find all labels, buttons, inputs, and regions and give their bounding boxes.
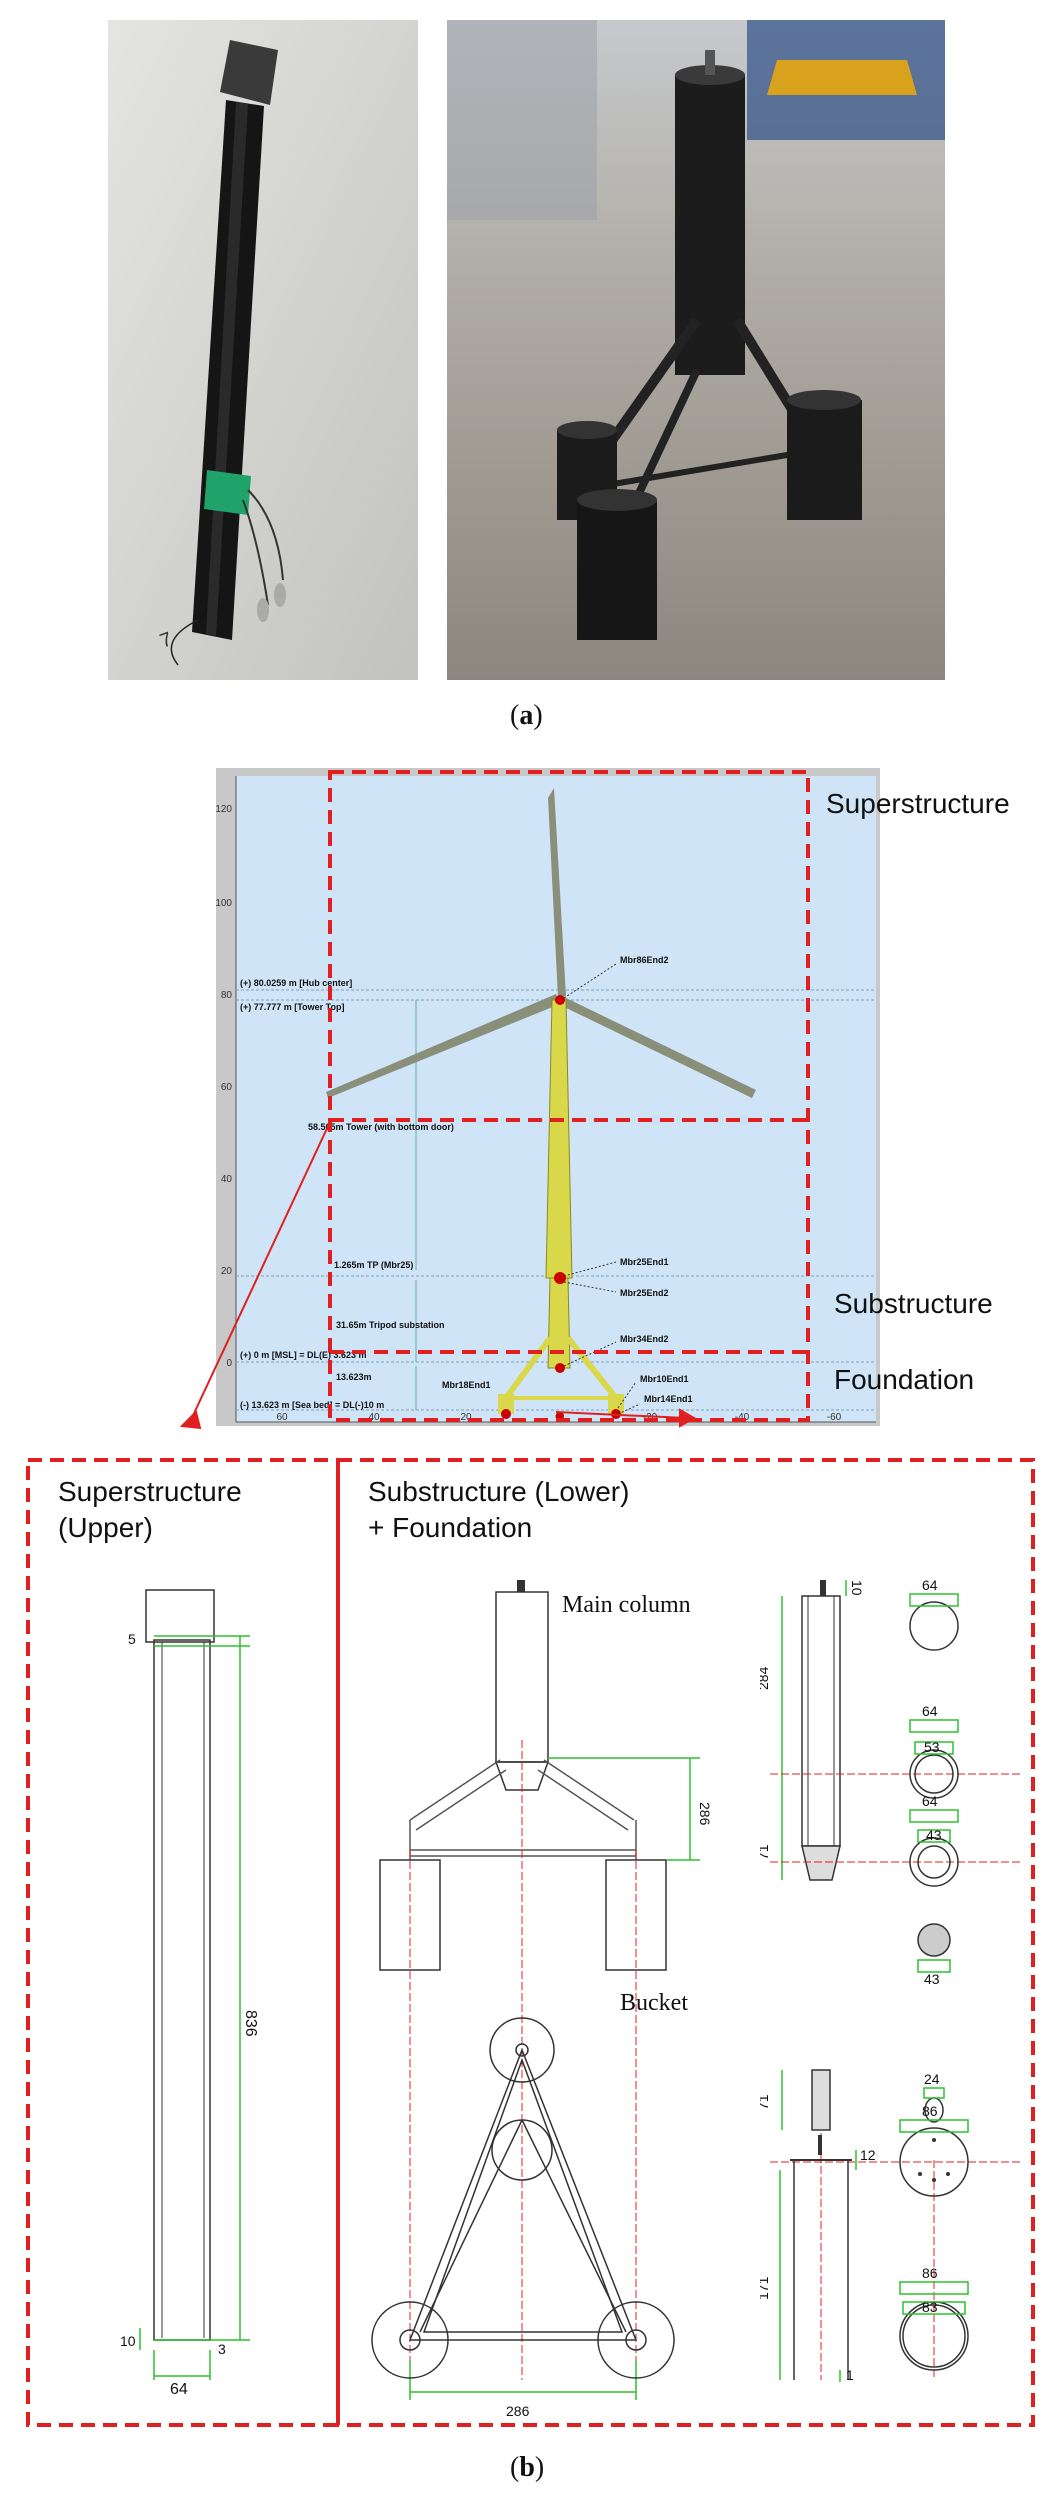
section-dim: 64	[922, 1580, 938, 1593]
dim-lower-height: 286	[697, 1802, 713, 1826]
bucket-dim-circle-outer2: 86	[922, 2265, 938, 2281]
x-tick-label: 20	[460, 1412, 472, 1423]
bucket-label: Bucket	[620, 1990, 688, 2016]
y-tick-label: 120	[216, 804, 232, 815]
caption-b: (b)	[510, 2452, 545, 2483]
detail-drawings: 6 10 284 71 64 64 53 64 43 43	[760, 1580, 1020, 2383]
section-dim: 64	[922, 1793, 938, 1809]
section-dim: 64	[922, 1703, 938, 1719]
region-label-foundation: Foundation	[834, 1364, 975, 1395]
member-label: Mbr14End1	[644, 1394, 693, 1404]
photo-tower-model: 7	[108, 20, 418, 680]
col-dim-taper: 71	[760, 1844, 771, 1860]
member-label: Mbr10End1	[640, 1374, 689, 1384]
x-tick-label: -20	[643, 1412, 658, 1423]
turbine-model-plot: 120 100 80 60 40 20 0 60 40 20 0 -20 -40…	[215, 768, 880, 1426]
x-tick-label: -60	[827, 1412, 842, 1423]
level-label: (+) 0 m [MSL] = DL(E) 3.623 m	[240, 1350, 367, 1360]
col-dim-length: 284	[760, 1666, 771, 1690]
dim-upper-top: 5	[128, 1631, 136, 1647]
bucket-dim-circle-small: 24	[924, 2071, 940, 2087]
dim-lower-base: 286	[506, 2403, 530, 2419]
member-label: Mbr25End1	[620, 1257, 669, 1267]
y-tick-label: 60	[221, 1082, 233, 1093]
x-tick-label: -40	[735, 1412, 750, 1423]
lower-title: Substructure (Lower) + Foundation	[368, 1476, 630, 1543]
bucket-dim-skirt-top: 12	[860, 2147, 876, 2163]
region-label-superstructure: Superstructure	[826, 788, 1010, 819]
bucket-dim-circle-inner: 83	[922, 2299, 938, 2315]
photo-tripod-model	[447, 20, 945, 680]
member-label: Mbr18End1	[442, 1380, 491, 1390]
drawing-frames	[26, 1458, 1035, 2427]
superstructure-drawing: 5 836 10 3 64	[120, 1589, 259, 2398]
region-outlines	[179, 770, 810, 1430]
dim-upper-small: 3	[218, 2341, 226, 2357]
col-dim-top-h: 10	[849, 1580, 865, 1596]
member-label: Mbr86End2	[620, 955, 669, 965]
main-column-label: Main column	[562, 1592, 691, 1618]
y-tick-label: 80	[221, 990, 233, 1001]
y-tick-label: 0	[226, 1358, 232, 1369]
section-dim: 43	[926, 1827, 942, 1843]
bucket-dim-wall: 1	[846, 2367, 854, 2383]
dim-label: 1.265m TP (Mbr25)	[334, 1260, 413, 1270]
upper-title: Superstructure (Upper)	[58, 1476, 242, 1543]
x-tick-label: 60	[276, 1412, 288, 1423]
y-tick-label: 100	[216, 898, 232, 909]
bucket-dim-circle-outer: 86	[922, 2103, 938, 2119]
dim-label: 58.505m Tower (with bottom door)	[308, 1122, 454, 1132]
caption-a: (a)	[510, 700, 543, 731]
section-dim: 43	[924, 1971, 940, 1987]
region-label-substructure: Substructure	[834, 1288, 993, 1319]
member-label: Mbr25End2	[620, 1288, 669, 1298]
level-label: (-) 13.623 m [Sea bed] = DL(-)10 m	[240, 1400, 384, 1410]
member-label: Mbr34End2	[620, 1334, 669, 1344]
level-label: (+) 80.0259 m [Hub center]	[240, 978, 352, 988]
substructure-drawing: 286 286	[371, 1580, 713, 2419]
bucket-dim-skirt: 171	[760, 2276, 771, 2300]
dim-upper-width: 64	[170, 2381, 188, 2398]
bucket-dim-stem: 71	[760, 2094, 771, 2110]
x-tick-label: 40	[368, 1412, 380, 1423]
dim-label: 13.623m	[336, 1372, 372, 1382]
dim-upper-bottom: 10	[120, 2333, 136, 2349]
col-dim-top-w: 6	[806, 1580, 814, 1583]
section-dim: 53	[924, 1739, 940, 1755]
level-label: (+) 77.777 m [Tower Top]	[240, 1002, 344, 1012]
dim-upper-length: 836	[242, 2010, 259, 2037]
dim-label: 31.65m Tripod substation	[336, 1320, 445, 1330]
y-tick-label: 20	[221, 1266, 233, 1277]
y-tick-label: 40	[221, 1174, 233, 1185]
